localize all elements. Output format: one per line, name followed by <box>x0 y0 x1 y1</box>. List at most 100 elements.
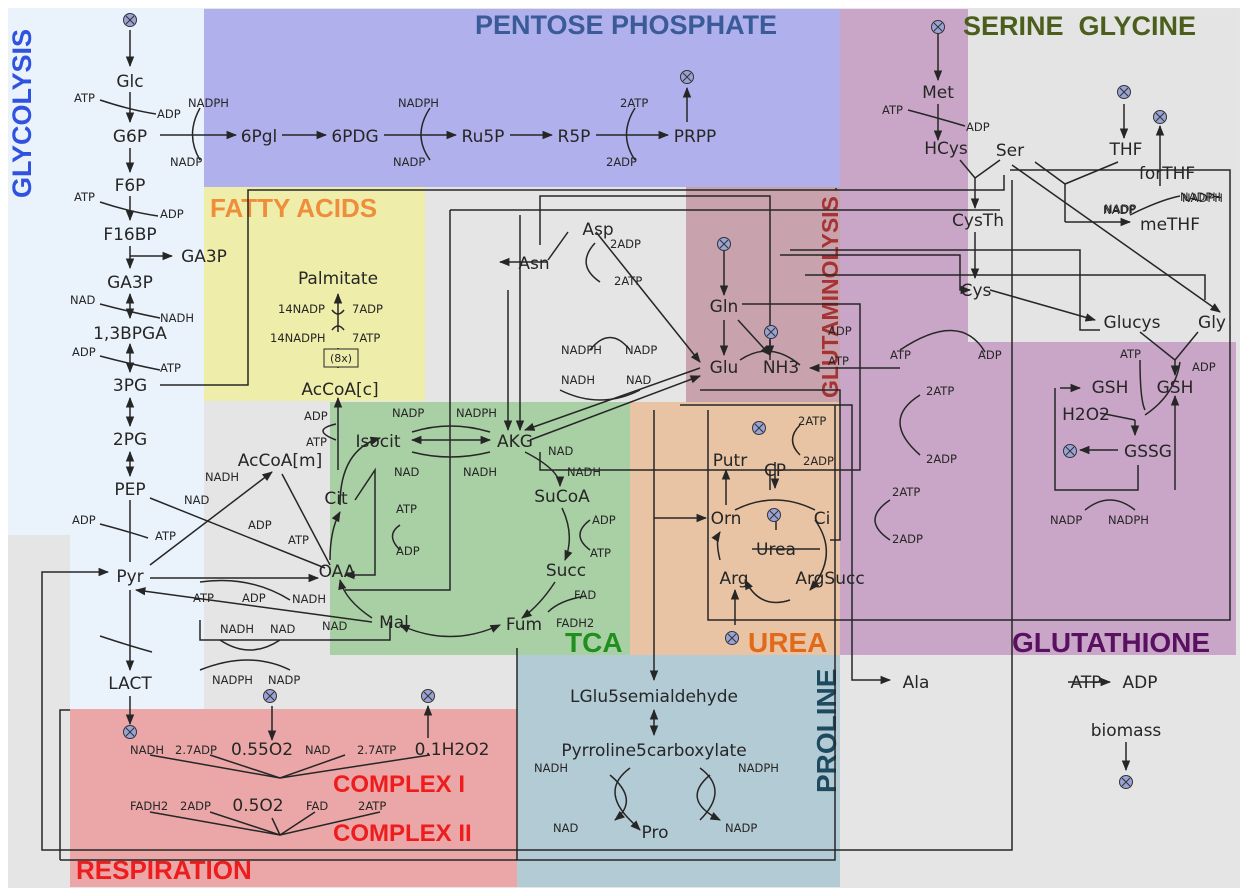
cofactor-label: ATP <box>882 103 903 117</box>
cofactor-label: ATP <box>160 361 181 375</box>
metabolite-pyrroline5carboxylate: Pyrroline5carboxylate <box>561 741 746 761</box>
metabolite-cp: CP <box>764 461 786 481</box>
cofactor-label: 2ADP <box>803 454 834 468</box>
proline-region <box>517 655 840 887</box>
sink-icon <box>1119 775 1133 789</box>
cofactor-label: 2.7ADP <box>175 743 217 757</box>
cofactor-label: NADP <box>1103 203 1135 217</box>
metabolite-pro: Pro <box>642 823 669 843</box>
metabolite-labels: Glc G6P F6P F16BP GA3P GA3P 1,3BPGA 3PG … <box>93 72 1226 843</box>
sink-icon <box>421 689 435 703</box>
cofactor-label: 2ADP <box>180 799 211 813</box>
metabolite-met: Met <box>922 83 954 103</box>
metabolite-f16bp: F16BP <box>103 225 156 245</box>
exchange-sinks <box>123 13 1167 789</box>
pentose-phosphate-title: PENTOSE PHOSPHATE <box>475 10 777 40</box>
serine-glycine-title: SERINE GLYCINE <box>963 11 1196 41</box>
cofactor-label: NADPH <box>212 673 253 687</box>
metabolite-g6p: G6P <box>113 127 147 147</box>
metabolite-urea: Urea <box>756 540 796 560</box>
pentose-phosphate-region <box>204 9 840 187</box>
cofactor-label: NAD <box>184 493 209 507</box>
cofactor-label: ADP <box>1192 360 1216 374</box>
cofactor-label: NAD <box>553 821 578 835</box>
sink-icon <box>1117 85 1131 99</box>
cofactor-label: ADP <box>828 324 852 338</box>
cofactor-label: ATP <box>74 91 95 105</box>
glycolysis-region-lower <box>70 535 204 709</box>
tca-title: TCA <box>565 627 623 658</box>
metabolite-mal: Mal <box>379 613 409 633</box>
cofactor-label: ATP <box>306 435 327 449</box>
metabolite-h2o2: H2O2 <box>1062 405 1110 425</box>
metabolite-biomass: biomass <box>1091 721 1162 741</box>
cofactor-label: NADH <box>567 465 601 479</box>
reaction-edges <box>41 30 1231 861</box>
sink-icon <box>680 70 694 84</box>
cofactor-label: 2ATP <box>620 96 648 110</box>
cofactor-label: NADH <box>130 743 164 757</box>
metabolite-akg: AKG <box>497 432 533 452</box>
metabolite-glu: Glu <box>710 358 739 378</box>
cofactor-label: 2ATP <box>614 274 642 288</box>
cofactor-label: ADP <box>248 518 272 532</box>
sink-icon <box>123 13 137 27</box>
metabolite-6pgl: 6Pgl <box>241 127 278 147</box>
urea-title: UREA <box>748 627 827 658</box>
cofactor-label: ADP <box>966 120 990 134</box>
sink-icon <box>263 689 277 703</box>
cofactor-label: 2ATP <box>358 799 386 813</box>
cofactor-label: NADH <box>160 311 194 325</box>
respiration-region <box>70 709 517 887</box>
cofactor-label: FAD <box>574 588 596 602</box>
metabolite-atp-biomass: ATP <box>1071 673 1102 693</box>
sink-icon <box>767 508 781 522</box>
cofactor-labels: ATP ADP NADPH NADP ATP ADP NAD NADH ADP … <box>70 91 1223 835</box>
cofactor-label: NADH <box>561 373 595 387</box>
sink-icon <box>764 325 778 339</box>
metabolite-gssg: GSSG <box>1124 442 1172 462</box>
cofactor-label: ATP <box>396 502 417 516</box>
cofactor-label: ADP <box>160 207 184 221</box>
sink-icon <box>1153 110 1167 124</box>
cofactor-label: NADPH <box>1108 513 1149 527</box>
cofactor-label: 2ADP <box>610 237 641 251</box>
cofactor-label: ATP <box>155 529 176 543</box>
sink-icon <box>1063 444 1077 458</box>
cofactor-label: NADP <box>393 155 425 169</box>
cofactor-label: NADH <box>205 470 239 484</box>
cofactor-label: FADH2 <box>556 616 594 630</box>
cofactor-label: NADP <box>268 673 300 687</box>
metabolite-bpga: 1,3BPGA <box>93 324 167 344</box>
complex-1-title: COMPLEX I <box>333 771 465 798</box>
metabolite-accoa-m: AcCoA[m] <box>238 451 322 471</box>
cofactor-label: NADPH <box>1182 191 1223 205</box>
metabolite-adp-biomass: ADP <box>1123 673 1158 693</box>
serine-glycine-region <box>840 9 970 187</box>
cofactor-label: 14NADP <box>278 302 325 316</box>
palmitate-multiplier-box <box>323 348 359 368</box>
glycolysis-region <box>8 8 204 535</box>
metabolite-f6p: F6P <box>115 176 146 196</box>
metabolite-prpp: PRPP <box>674 127 717 147</box>
glycolysis-title: GLYCOLYSIS <box>7 29 37 198</box>
metabolite-gln: Gln <box>710 297 739 317</box>
metabolite-cit: Cit <box>324 489 348 509</box>
glutathione-title: GLUTATHIONE <box>1012 627 1210 658</box>
sink-icon <box>752 421 766 435</box>
cofactor-label: ADP <box>396 544 420 558</box>
cofactor-label: NADP <box>725 821 757 835</box>
metabolite-pyr: Pyr <box>116 567 143 587</box>
metabolite-6pdg: 6PDG <box>331 127 378 147</box>
metabolite-cysth: CysTh <box>952 211 1004 231</box>
metabolite-fum: Fum <box>506 615 542 635</box>
cofactor-label: NADPH <box>456 406 497 420</box>
cofactor-label: ATP <box>828 354 849 368</box>
cofactor-label: NADH <box>292 592 326 606</box>
pathway-regions <box>8 8 1240 888</box>
fatty-acids-title: FATTY ACIDS <box>210 193 377 223</box>
cofactor-label: ADP <box>157 107 181 121</box>
metabolite-pep: PEP <box>114 480 145 500</box>
metabolite-055-o2: 0.55O2 <box>231 740 293 760</box>
metabolite-05-o2: 0.5O2 <box>232 796 283 816</box>
